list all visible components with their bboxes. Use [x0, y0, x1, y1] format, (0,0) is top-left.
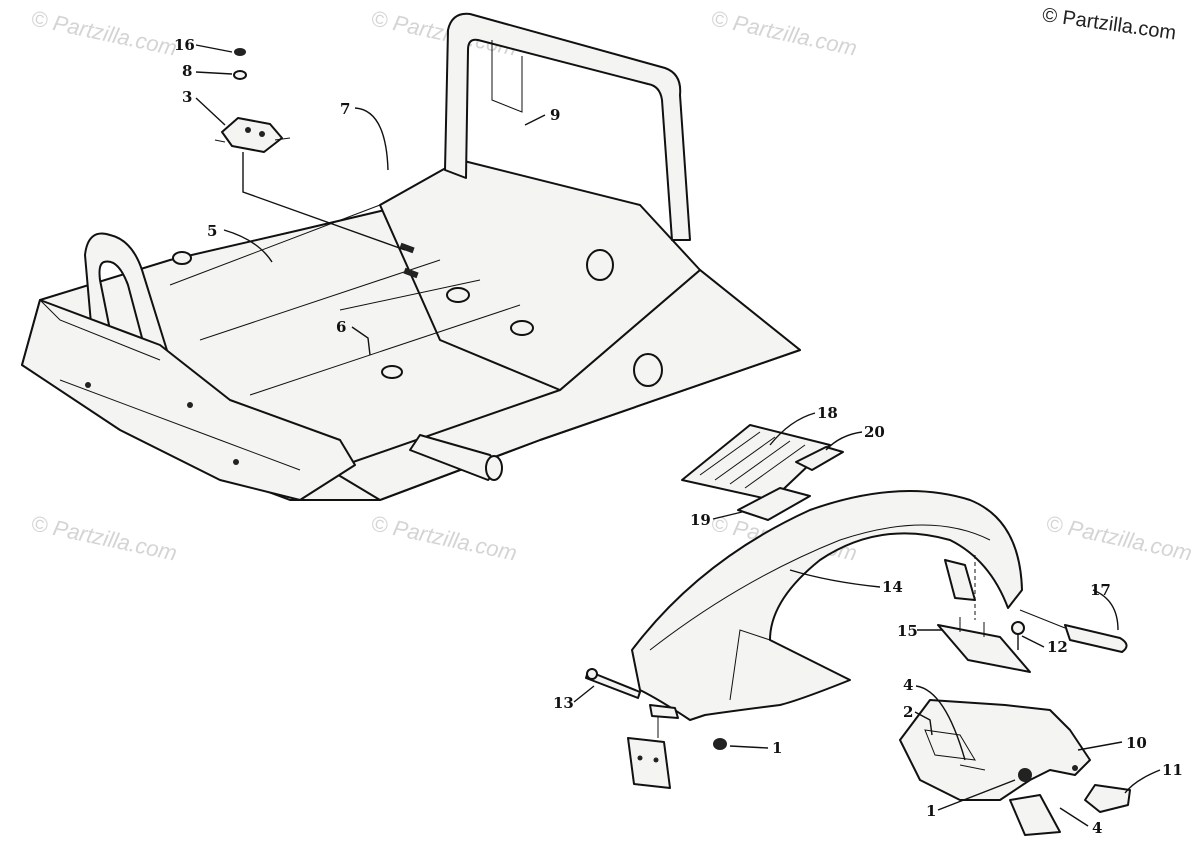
callout-12: 12 [1047, 638, 1068, 656]
callout-16: 16 [174, 36, 195, 54]
watermark: © Partzilla.com [29, 510, 179, 565]
callout-15: 15 [897, 622, 918, 640]
callout-7: 7 [340, 100, 350, 118]
chassis-frame [21, 12, 801, 501]
part-17-handle [1019, 609, 1128, 653]
part-12-bolt [1011, 621, 1025, 650]
watermark: © Partzilla.com [29, 5, 179, 60]
callout-6: 6 [336, 318, 346, 336]
callout-2: 2 [903, 703, 913, 721]
watermark: © Partzilla.com [709, 5, 859, 60]
callout-1: 1 [772, 739, 782, 757]
callout-1: 1 [926, 802, 936, 820]
callout-8: 8 [182, 62, 192, 80]
callout-5: 5 [207, 222, 217, 240]
part-10-hitch [899, 699, 1091, 836]
callout-11: 11 [1162, 761, 1183, 779]
part-15-bracket [937, 555, 1031, 673]
callout-9: 9 [550, 106, 560, 124]
callout-4: 4 [903, 676, 913, 694]
callout-18: 18 [817, 404, 838, 422]
leader-lines [195, 44, 1161, 827]
part-13-bolt [585, 668, 641, 699]
rear-fender [631, 490, 1023, 721]
watermark: © Partzilla.com [369, 510, 519, 565]
part-3-bracket [214, 48, 406, 251]
callout-4: 4 [1092, 819, 1102, 837]
decals [681, 424, 844, 521]
callout-19: 19 [690, 511, 711, 529]
watermark: © Partzilla.com [1044, 510, 1194, 565]
callout-17: 17 [1090, 581, 1111, 599]
part-11 [1084, 784, 1131, 813]
callout-20: 20 [864, 423, 885, 441]
callout-14: 14 [882, 578, 903, 596]
callout-labels: 16 8 3 7 9 5 6 18 20 19 14 17 15 12 13 4… [174, 36, 1183, 837]
callout-10: 10 [1126, 734, 1147, 752]
callout-13: 13 [553, 694, 574, 712]
callout-3: 3 [182, 88, 192, 106]
lower-bracket [627, 704, 679, 789]
part-1-nut [713, 738, 727, 750]
